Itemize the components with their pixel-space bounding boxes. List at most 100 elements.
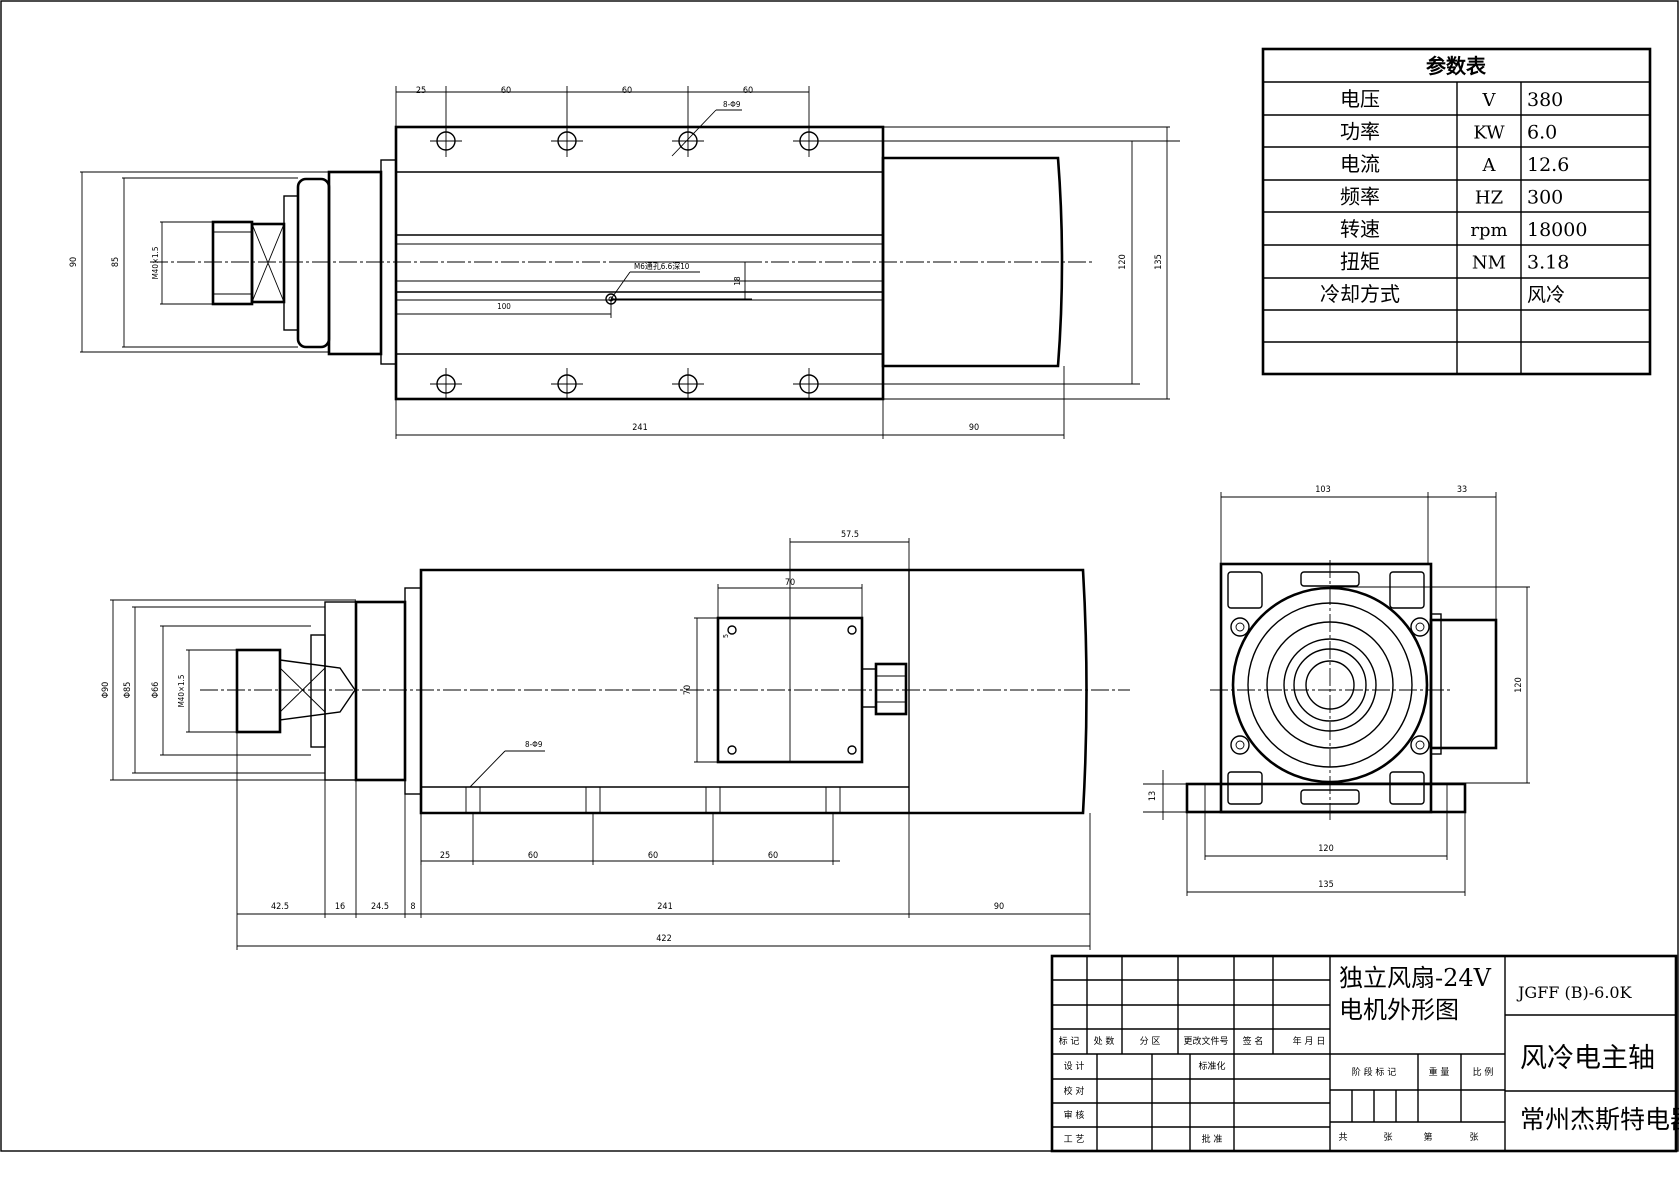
sheet-border	[0, 0, 1679, 1152]
param-name: 冷却方式	[1320, 282, 1400, 306]
title-block: 独立风扇-24V 电机外形图 JGFF (B)-6.0K 风冷电主轴 常州杰斯特…	[1050, 954, 1679, 1153]
top-tap-note: M6通孔6.6深10	[634, 261, 690, 271]
top-dim-135: 135	[1154, 254, 1164, 269]
front-dim-60b: 60	[648, 851, 658, 861]
front-dim-57: 57.5	[841, 530, 859, 540]
role-check: 校 对	[1064, 1085, 1085, 1097]
role-design: 设 计	[1064, 1060, 1085, 1072]
front-body	[419, 568, 1088, 815]
title-block-labels: 标 记 处 数 分 区 更改文件号 签 名 年 月 日 设 计 校 对 审 核 …	[1059, 1035, 1494, 1145]
front-holes-note: 8-Φ9	[525, 740, 543, 749]
param-name: 扭矩	[1340, 250, 1380, 274]
front-dim-90: 90	[994, 902, 1004, 912]
top-dim-90: 90	[69, 257, 79, 267]
param-name: 功率	[1340, 120, 1380, 144]
side-dim-13: 13	[1148, 791, 1158, 801]
side-dim-135: 135	[1318, 880, 1333, 890]
model-number: JGFF (B)-6.0K	[1516, 983, 1633, 1002]
front-dim-42: 42.5	[271, 902, 289, 912]
param-value: 6.0	[1527, 122, 1557, 144]
param-value: 12.6	[1527, 154, 1569, 176]
front-dim-60a: 60	[528, 851, 538, 861]
top-dim-241: 241	[632, 423, 647, 433]
top-dim-85: 85	[111, 257, 121, 267]
side-dim-120v: 120	[1514, 677, 1524, 692]
weight-label: 重 量	[1429, 1066, 1450, 1078]
front-dim-70b: 70	[683, 685, 693, 695]
param-unit: HZ	[1475, 188, 1503, 209]
standardization-label: 标准化	[1198, 1060, 1225, 1072]
side-dim-120h: 120	[1318, 844, 1333, 854]
front-dim-25: 25	[440, 851, 450, 861]
param-name: 频率	[1340, 185, 1380, 209]
param-name: 电压	[1340, 87, 1380, 111]
param-unit: A	[1482, 155, 1497, 176]
params-title: 参数表	[1426, 54, 1487, 78]
top-dim-18: 18	[733, 276, 742, 286]
front-dim-16: 16	[335, 902, 345, 912]
side-main-circle	[1231, 586, 1429, 784]
top-dim-60a: 60	[501, 86, 511, 96]
top-dimensions: 25 60 60 60 8-Φ9 90 85 M40×1.5 M6通孔6.6深1…	[69, 86, 1170, 439]
sheets-unit2-label: 张	[1469, 1132, 1478, 1143]
param-unit: rpm	[1470, 220, 1507, 241]
top-view: 25 60 60 60 8-Φ9 90 85 M40×1.5 M6通孔6.6深1…	[69, 86, 1180, 439]
drawing-title-line1: 独立风扇-24V	[1339, 964, 1492, 992]
rev-header-mark: 标 记	[1059, 1035, 1080, 1047]
top-collet	[211, 220, 254, 306]
role-review: 审 核	[1064, 1109, 1085, 1121]
param-value: 3.18	[1527, 252, 1569, 274]
front-dia-85: Φ85	[123, 682, 133, 699]
side-dim-33: 33	[1457, 485, 1467, 495]
side-dim-103: 103	[1315, 485, 1330, 495]
sheets-unit1-label: 张	[1383, 1132, 1392, 1143]
top-dim-thread: M40×1.5	[151, 247, 160, 280]
top-dim-60b: 60	[622, 86, 632, 96]
top-neck	[327, 170, 383, 356]
front-view: 57.5 70 70 5 8-Φ9 Φ90 Φ85 Φ66	[101, 530, 1130, 950]
drawing-title-line2: 电机外形图	[1339, 996, 1459, 1024]
top-dim-120: 120	[1118, 254, 1128, 269]
side-housing	[1219, 562, 1433, 814]
front-dim-70a: 70	[785, 578, 795, 588]
front-dim-241: 241	[657, 902, 672, 912]
role-process: 工 艺	[1064, 1134, 1085, 1145]
front-cable-gland	[861, 668, 877, 708]
front-dia-90: Φ90	[101, 682, 111, 699]
stage-mark-label: 阶 段 标 记	[1352, 1066, 1397, 1078]
sheets-total-label: 共	[1338, 1132, 1347, 1143]
rev-header-count: 处 数	[1094, 1035, 1115, 1047]
front-dim-8: 8	[410, 902, 415, 912]
top-dim-90b: 90	[969, 423, 979, 433]
side-view: 103 33 120 13 120 135	[1143, 485, 1530, 896]
front-dim-5: 5	[722, 634, 730, 638]
front-base-slots	[465, 787, 841, 813]
param-unit: NM	[1472, 253, 1506, 274]
top-dim-25: 25	[416, 86, 426, 96]
front-dim-24: 24.5	[371, 902, 389, 912]
top-fan-cover	[881, 156, 1064, 368]
top-mount-holes	[430, 125, 1180, 400]
param-value: 380	[1527, 89, 1563, 111]
product-name: 风冷电主轴	[1520, 1043, 1655, 1074]
front-collet	[235, 648, 282, 734]
front-dia-66: Φ66	[151, 682, 161, 699]
param-unit: V	[1482, 90, 1497, 111]
top-dim-100: 100	[497, 302, 511, 311]
param-unit: KW	[1473, 123, 1505, 144]
scale-label: 比 例	[1473, 1066, 1494, 1078]
rev-header-date: 年 月 日	[1293, 1035, 1326, 1047]
rev-header-doc: 更改文件号	[1183, 1035, 1228, 1047]
param-name: 电流	[1340, 152, 1380, 176]
param-value: 18000	[1527, 219, 1587, 241]
front-dim-422: 422	[656, 934, 671, 944]
rev-header-sign: 签 名	[1243, 1035, 1264, 1047]
sheet-no-label: 第	[1423, 1131, 1432, 1143]
front-dim-60c: 60	[768, 851, 778, 861]
company-name: 常州杰斯特电器	[1520, 1105, 1679, 1134]
top-holes-note: 8-Φ9	[723, 100, 741, 109]
param-value: 风冷	[1527, 284, 1565, 306]
